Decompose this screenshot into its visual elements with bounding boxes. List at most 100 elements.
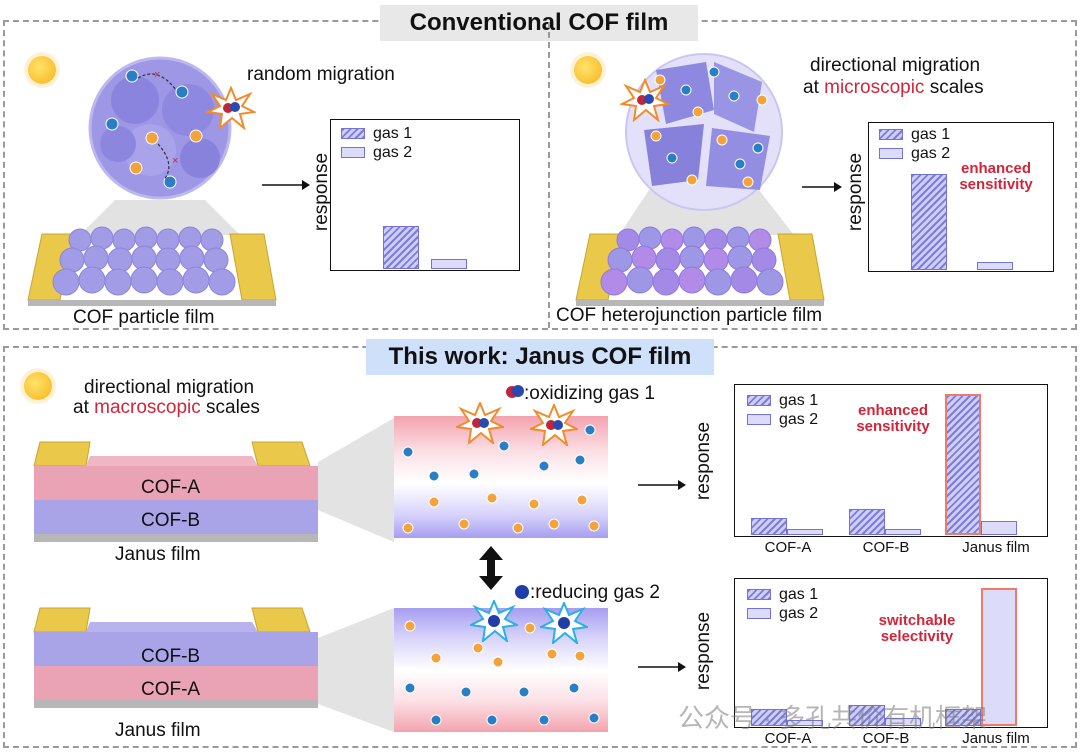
projection-cone: [318, 608, 394, 732]
janus-film-1: [33, 441, 318, 542]
cof-heterojunction-film: [575, 226, 825, 306]
bar-gas2-janus-film: [981, 588, 1017, 726]
film1-caption: Janus film: [115, 544, 201, 565]
chart4-legend: gas 1 gas 2: [747, 585, 818, 623]
gas-burst-icon: [206, 86, 256, 130]
note-line: sensitivity: [856, 418, 930, 435]
film2-caption: Janus film: [115, 720, 201, 741]
bar-gas2-cof-a: [787, 720, 823, 726]
gas-burst-icon: [470, 600, 518, 642]
bar-gas2-cof-b: [885, 718, 921, 726]
bar-gas2-janus-film: [981, 521, 1017, 535]
particle-magnified-view: × ×: [80, 56, 240, 235]
legend-swatch-hatched: [747, 589, 771, 600]
bar-gas1: [911, 174, 947, 270]
reducing-gas-molecule-icon: [515, 585, 529, 599]
legend-item: gas 2: [341, 143, 412, 162]
bar-gas1-cof-a: [751, 709, 787, 726]
carrier-particles-2: [404, 620, 600, 726]
x-tick-label: COF-A: [764, 730, 812, 747]
gas-burst-icon: [530, 404, 578, 446]
svg-text:×: ×: [172, 155, 178, 167]
film2-bottom-layer-label: COF-A: [141, 679, 201, 700]
legend-label: gas 1: [373, 124, 413, 142]
chart1-plot: [331, 120, 518, 269]
chart1-legend: gas 1 gas 2: [341, 124, 412, 162]
macroscopic-scales-label: at macroscopic scales: [73, 397, 260, 419]
x-tick-label: COF-A: [764, 539, 812, 556]
gas-burst-icon: [456, 402, 504, 444]
bar-gas2-cof-a: [787, 529, 823, 535]
x-tick-label: COF-B: [862, 539, 910, 556]
top-divider: [548, 22, 550, 328]
microscopic-highlight: microscopic: [824, 77, 925, 98]
legend-item: gas 1: [341, 124, 412, 143]
chart2-ylabel: response: [845, 152, 866, 232]
legend-label: gas 1: [779, 585, 819, 603]
legend-label: gas 2: [779, 410, 819, 428]
chart4-ylabel: response: [693, 611, 714, 691]
double-arrow-icon: [479, 546, 503, 590]
film1-top-layer-label: COF-A: [141, 477, 201, 498]
arrow-icon: [638, 480, 686, 490]
bar-gas1: [383, 226, 419, 269]
gas-burst-icon: [540, 602, 588, 644]
directional-migration-label: directional migration: [810, 55, 981, 76]
chart3-xticks: COF-A COF-B Janus film: [734, 539, 1048, 559]
film1-bottom-layer-label: COF-B: [141, 510, 201, 531]
bar-gas1-cof-a: [751, 518, 787, 535]
oxidizing-gas-molecule-icon: [506, 385, 524, 398]
chart3-legend: gas 1 gas 2: [747, 391, 818, 429]
legend-item: gas 2: [747, 604, 818, 623]
reducing-gas-label: :reducing gas 2: [530, 582, 660, 603]
note-line: enhanced: [960, 160, 1032, 177]
legend-swatch-hatched: [341, 128, 365, 139]
legend-swatch-solid: [747, 414, 771, 425]
sun-icon: [24, 372, 52, 400]
sun-icon: [28, 56, 56, 84]
legend-label: gas 1: [779, 391, 819, 409]
arrow-icon: [802, 182, 842, 192]
legend-label: gas 2: [373, 143, 413, 161]
legend-item: gas 2: [747, 410, 818, 429]
x-tick-label: COF-B: [862, 730, 910, 747]
macroscopic-highlight: macroscopic: [94, 397, 201, 418]
legend-label: gas 2: [779, 604, 819, 622]
microscopic-scales-label: at microscopic scales: [803, 77, 984, 99]
x-tick-label: Janus film: [962, 539, 1030, 556]
text-fragment: at: [73, 397, 95, 418]
chart2-legend: gas 1 gas 2: [879, 125, 950, 163]
carrier-particles-1: [402, 424, 600, 534]
bar-gas1-janus-film: [945, 394, 981, 535]
cof-heterojunction-film-label: COF heterojunction particle film: [556, 305, 823, 326]
legend-swatch-hatched: [879, 129, 903, 140]
bar-gas2: [431, 259, 467, 269]
legend-swatch-hatched: [747, 395, 771, 406]
bottom-section-title: This work: Janus COF film: [366, 339, 714, 375]
arrow-icon: [638, 662, 686, 672]
svg-text:×: ×: [154, 69, 160, 81]
chart2-plot: [869, 123, 1052, 270]
arrow-icon: [262, 180, 310, 190]
legend-swatch-solid: [879, 148, 903, 159]
cof-particle-film: [27, 226, 277, 306]
legend-label: gas 1: [911, 125, 951, 143]
legend-swatch-solid: [747, 608, 771, 619]
projection-cone: [318, 418, 394, 542]
legend-item: gas 2: [879, 144, 950, 163]
gas-burst-icon: [620, 78, 670, 122]
legend-item: gas 1: [879, 125, 950, 144]
cof-particle-film-label: COF particle film: [73, 307, 215, 328]
text-fragment: at: [803, 77, 825, 98]
sun-icon: [574, 56, 602, 84]
chart1-frame: gas 1 gas 2: [330, 119, 520, 271]
legend-label: gas 2: [911, 144, 951, 162]
random-migration-label: random migration: [247, 64, 395, 85]
bar-gas1-cof-b: [849, 509, 885, 535]
x-tick-label: Janus film: [962, 730, 1030, 747]
chart4-plot: [735, 579, 1046, 726]
note-line: enhanced: [857, 402, 929, 419]
directional-migration-label: directional migration: [84, 377, 255, 398]
